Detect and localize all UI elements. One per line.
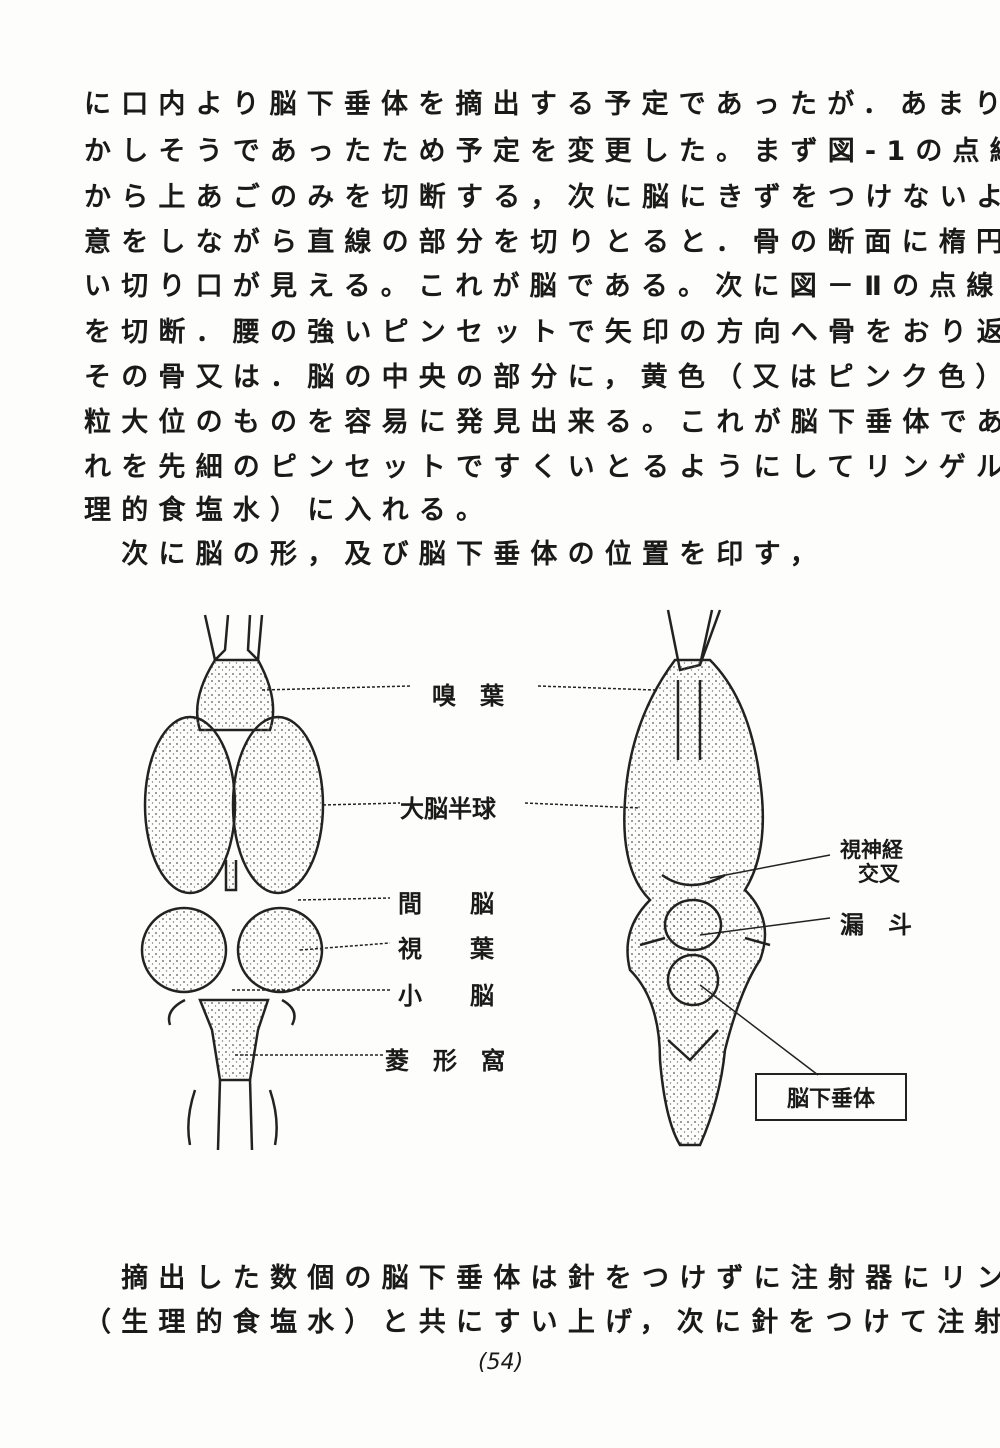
label-olfactory-lobe: 嗅 葉 <box>432 682 504 710</box>
text-line: を切断．腰の強いピンセットで矢印の方向へ骨をおり返すと， <box>84 317 1000 348</box>
text-line: 理的食塩水）に入れる。 <box>84 495 494 526</box>
text-line: 意をしながら直線の部分を切りとると．骨の断面に楕円形の白 <box>84 227 1000 258</box>
text-line: 摘出した数個の脳下垂体は針をつけずに注射器にリンゲル液 <box>121 1263 1000 1294</box>
text-line: （生理的食塩水）と共にすい上げ，次に針をつけて注射する， <box>84 1307 1000 1338</box>
page-number: (54) <box>478 1350 524 1375</box>
leader-lines <box>232 685 831 1076</box>
text-line: かしそうであったため予定を変更した。まず図-1の点線の部分 <box>84 136 1000 167</box>
label-optic-lobe: 視 葉 <box>398 935 494 963</box>
label-rhomboid-fossa: 菱 形 窩 <box>385 1047 505 1075</box>
text-line: い切り口が見える。これが脳である。次に図－Ⅱの点線の部分 <box>84 271 1000 302</box>
label-pituitary-box: 脳下垂体 <box>755 1073 907 1121</box>
label-cerebellum: 小 脳 <box>398 982 494 1010</box>
text-line: 粒大位のものを容易に発見出来る。これが脳下垂体である。そ <box>84 407 1000 438</box>
text-line: れを先細のピンセットですくいとるようにしてリンゲル液（生 <box>84 452 1000 483</box>
label-diencephalon: 間 脳 <box>398 890 494 918</box>
text-line: から上あごのみを切断する，次に脳にきずをつけないように注 <box>84 182 1000 213</box>
text-line: その骨又は．脳の中央の部分に，黄色（又はピンク色）のゴマ <box>84 362 1000 393</box>
text-line: 次に脳の形，及び脳下垂体の位置を印す， <box>84 539 827 570</box>
dorsal-brain-drawing <box>140 614 325 1151</box>
label-optic-chiasma-2: 交叉 <box>858 862 900 886</box>
label-cerebral-hemisphere: 大脳半球 <box>400 795 496 823</box>
text-line: に口内より脳下垂体を摘出する予定であったが．あまりにも難 <box>84 89 1000 120</box>
label-optic-chiasma-1: 視神経 <box>840 838 903 862</box>
ventral-brain-drawing <box>623 609 771 1147</box>
label-infundibulum: 漏 斗 <box>840 911 912 939</box>
